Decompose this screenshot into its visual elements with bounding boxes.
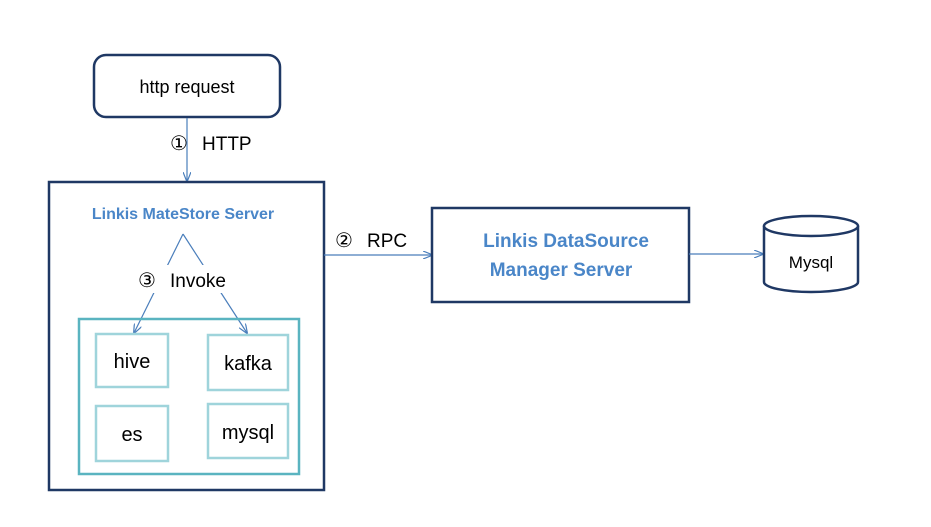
matestore-server-title: Linkis MateStore Server: [92, 206, 274, 223]
invoke-label-bg: [135, 265, 245, 293]
hive-label: hive: [114, 351, 151, 373]
mysql-box: [206, 402, 290, 460]
es-box: [94, 404, 170, 463]
hive-box: [94, 332, 170, 389]
kafka-box: [206, 333, 290, 392]
http-edge-label: HTTP: [202, 134, 252, 155]
es-label: es: [121, 424, 142, 446]
http-step-marker: ①: [170, 133, 188, 155]
datasource-manager-server-title-line2: Manager Server: [490, 260, 633, 281]
kafka-label: kafka: [224, 353, 273, 375]
datasource-manager-server-title-line1: Linkis DataSource: [483, 231, 649, 252]
datasource-manager-server-box: [430, 206, 691, 304]
mysql-label: mysql: [222, 422, 274, 444]
rpc-step-marker: ②: [335, 230, 353, 252]
rpc-edge-label: RPC: [367, 231, 407, 252]
datasource-plugins-container: [77, 317, 301, 476]
invoke-edge-label: Invoke: [170, 271, 226, 292]
http-request-box: [92, 53, 282, 119]
mysql-database-cylinder: [762, 214, 860, 294]
http-request-label: http request: [139, 77, 234, 97]
mysql-database-label: Mysql: [789, 253, 833, 272]
invoke-step-marker: ③: [138, 270, 156, 292]
